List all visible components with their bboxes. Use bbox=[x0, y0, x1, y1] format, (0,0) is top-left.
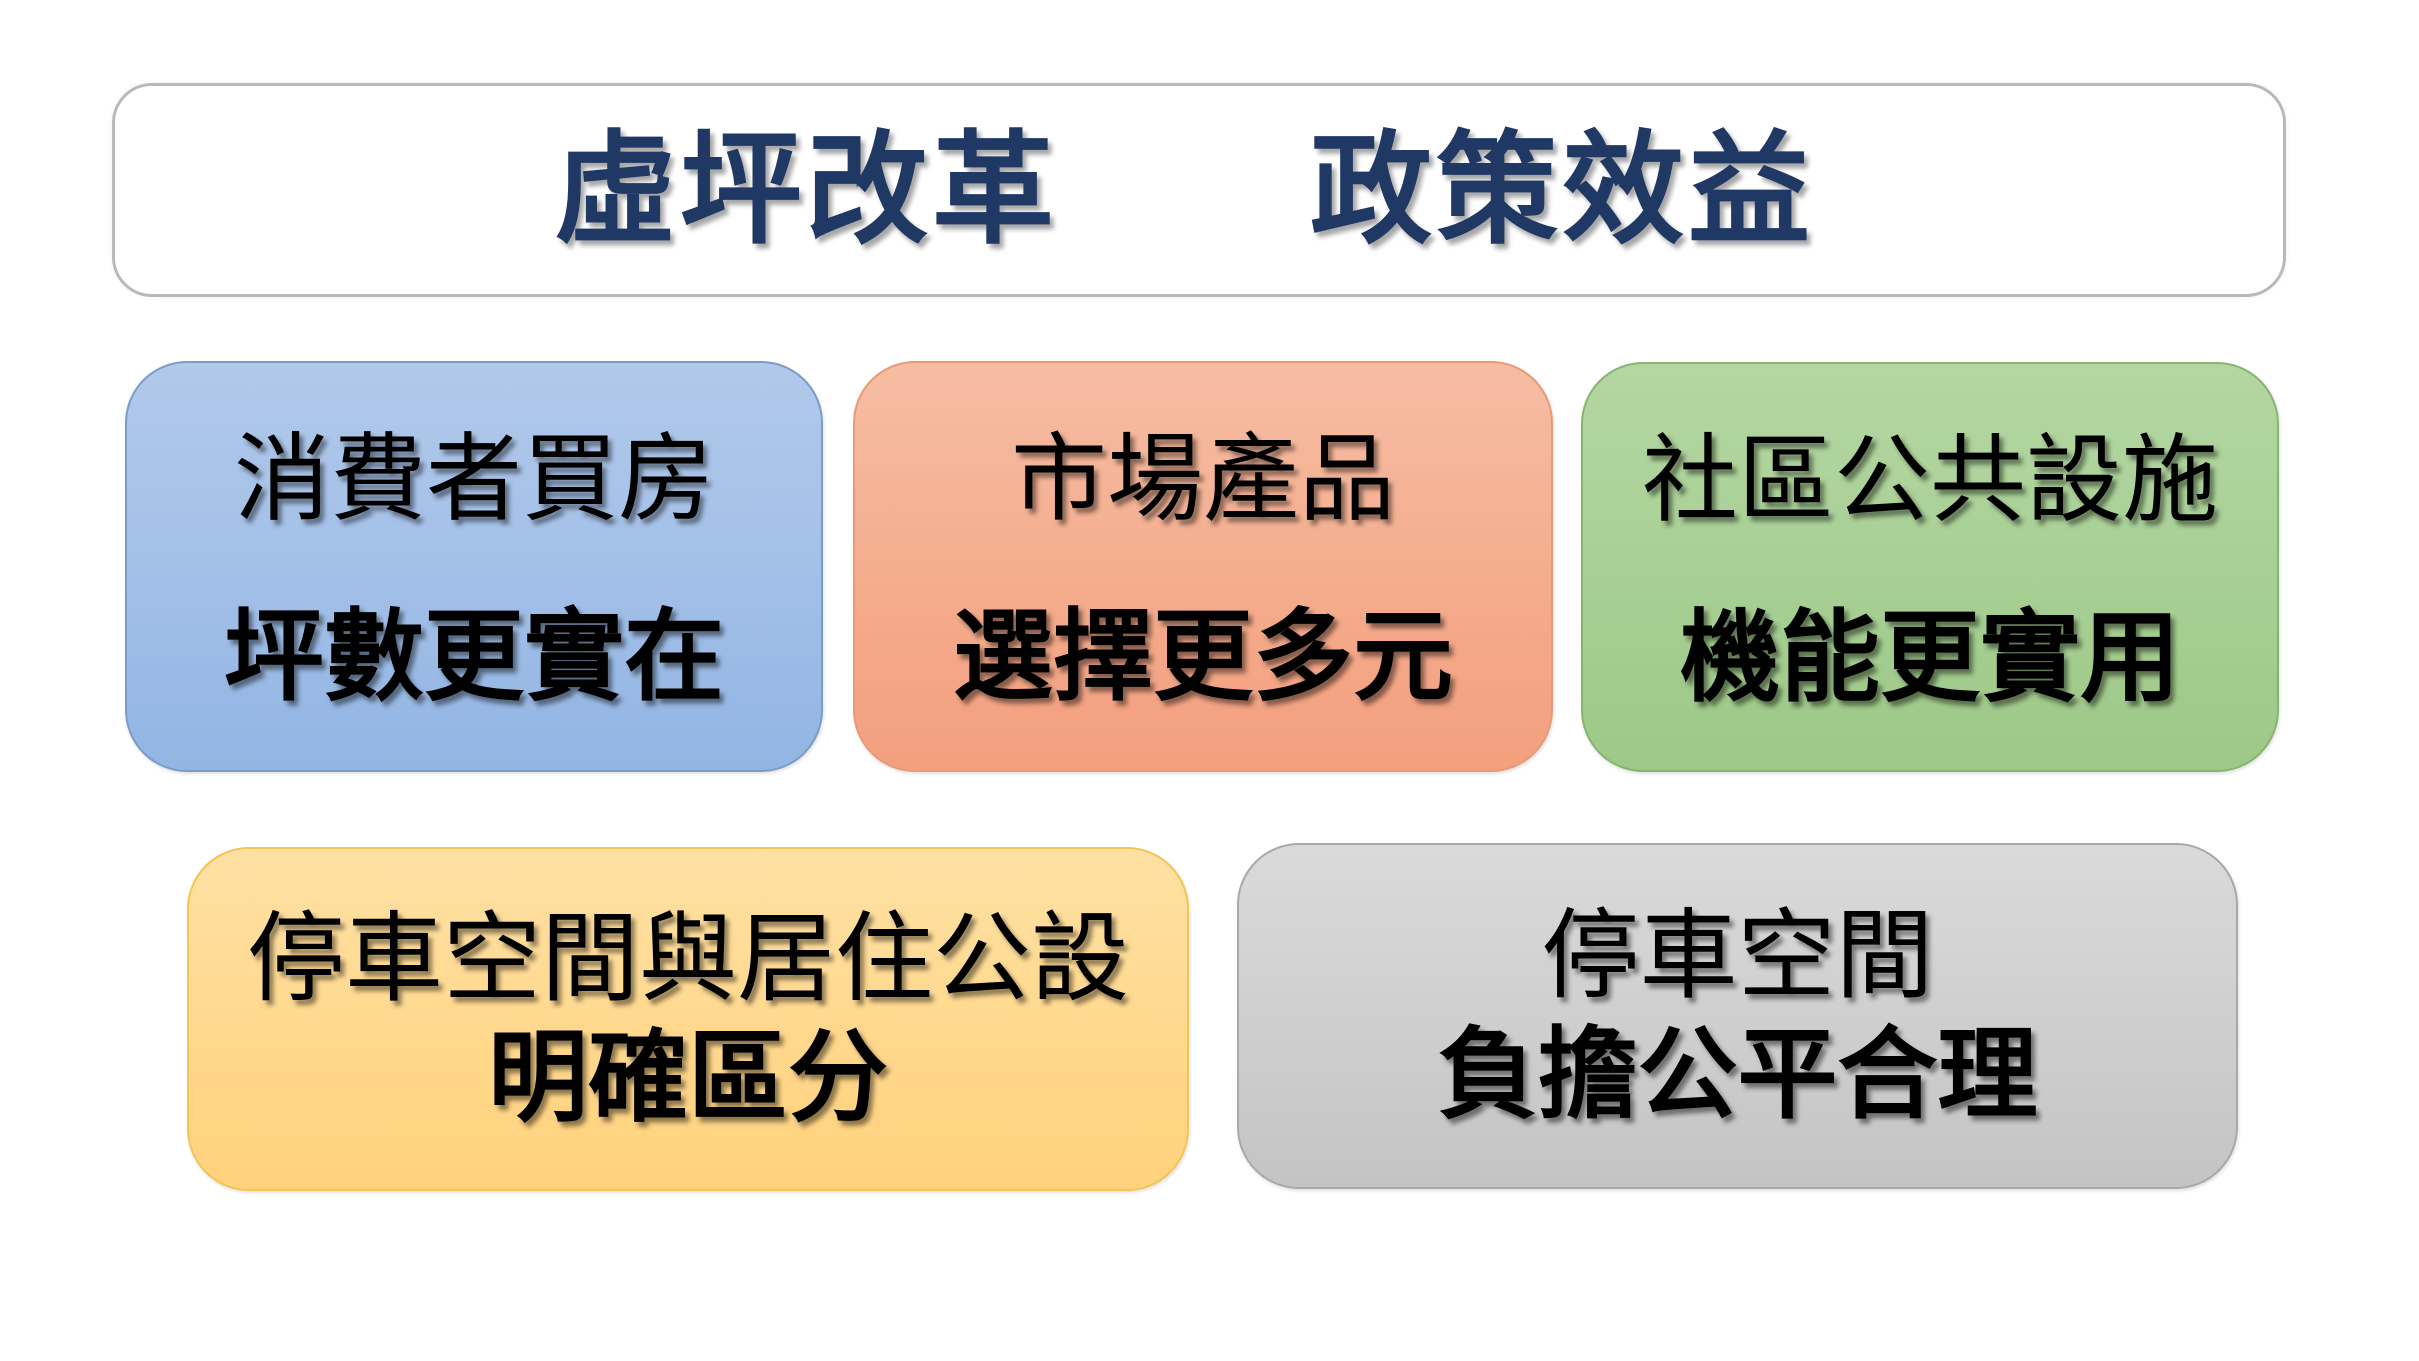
card-heading: 消費者買房 bbox=[234, 423, 714, 535]
card-benefit: 坪數更實在 bbox=[224, 598, 724, 715]
card-market-benefit: 市場產品 選擇更多元 bbox=[853, 361, 1553, 772]
card-heading: 停車空間與居住公設 bbox=[246, 902, 1129, 1016]
card-parking-separation: 停車空間與居住公設 明確區分 bbox=[187, 847, 1189, 1191]
title-box: 虛坪改革 政策效益 bbox=[112, 83, 2286, 297]
card-heading: 社區公共設施 bbox=[1642, 424, 2218, 536]
card-community-benefit: 社區公共設施 機能更實用 bbox=[1581, 362, 2279, 772]
card-benefit: 選擇更多元 bbox=[953, 598, 1453, 715]
card-benefit: 機能更實用 bbox=[1680, 599, 2180, 716]
card-heading: 停車空間 bbox=[1541, 899, 1934, 1013]
card-benefit: 負擔公平合理 bbox=[1437, 1016, 2038, 1133]
card-heading: 市場產品 bbox=[1011, 423, 1395, 535]
card-parking-fairness: 停車空間 負擔公平合理 bbox=[1237, 843, 2238, 1189]
card-consumer-benefit: 消費者買房 坪數更實在 bbox=[125, 361, 823, 772]
page-title: 虛坪改革 政策效益 bbox=[554, 119, 1814, 261]
card-benefit: 明確區分 bbox=[488, 1019, 888, 1136]
